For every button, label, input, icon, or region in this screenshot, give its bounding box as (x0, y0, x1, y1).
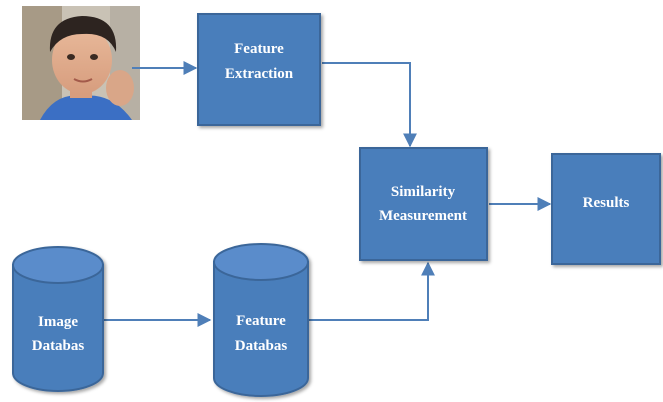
similarity-label-line2: Measurement (379, 208, 467, 224)
edge-feature-db-to-similarity (308, 261, 435, 321)
input-photo (22, 6, 140, 120)
image-database-node: Image Databas (12, 246, 104, 392)
similarity-measurement-node: Similarity Measurement (359, 147, 488, 261)
results-node: Results (551, 153, 661, 265)
feature-database-node: Feature Databas (213, 243, 309, 397)
image-database-label-line1: Image (38, 314, 78, 330)
edges (104, 61, 552, 327)
similarity-label-line1: Similarity (391, 184, 456, 200)
results-label: Results (583, 195, 630, 211)
feature-extraction-label-line1: Feature (234, 41, 284, 57)
edge-feature-extraction-to-similarity (322, 62, 417, 148)
feature-database-label-line2: Databas (235, 338, 288, 354)
image-database-label-line2: Databas (32, 338, 85, 354)
feature-database-label-line1: Feature (236, 313, 286, 329)
feature-extraction-label-line2: Extraction (225, 66, 294, 82)
feature-extraction-node: Feature Extraction (197, 13, 321, 126)
